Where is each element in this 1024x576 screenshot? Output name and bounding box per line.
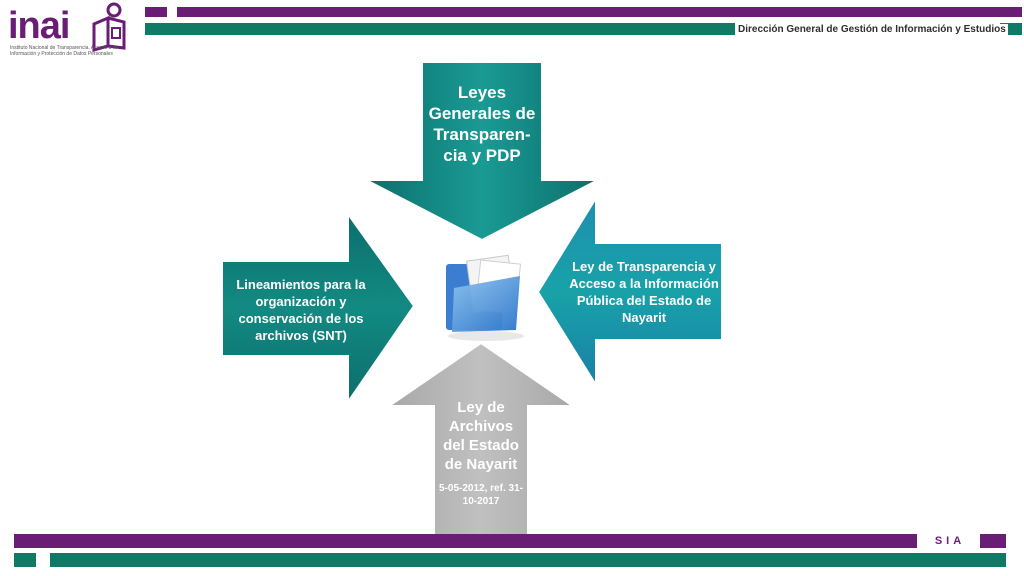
left-arrow-label: Lineamientos para la organización y cons… (236, 277, 366, 343)
arrow-top (365, 61, 599, 242)
footer-bar-purple (14, 534, 917, 548)
logo-subtitle: Instituto Nacional de Transparencia, Acc… (10, 45, 117, 57)
logo-wordmark: inai (8, 5, 70, 47)
footer-sia-label: SIA (922, 535, 978, 547)
footer-bar-purple-right (980, 534, 1006, 548)
logo-emblem-icon (92, 2, 126, 52)
header-bar-purple (177, 7, 1022, 17)
bottom-arrow-date: 5-05-2012, ref. 31-10-2017 (439, 483, 523, 507)
footer-bar-green-left (14, 553, 36, 567)
header-bar-purple-left (145, 7, 167, 17)
arrow-left (221, 210, 416, 406)
bottom-arrow-title: Ley de Archivos del Estado de Nayarit (443, 399, 519, 473)
header-bar-green (145, 23, 735, 35)
folder-icon (446, 254, 524, 341)
footer-bar-green (50, 553, 1006, 567)
header-org-title: Dirección General de Gestión de Informac… (736, 24, 1008, 35)
arrow-bottom (385, 341, 577, 536)
right-arrow-label: Ley de Transparencia y Acceso a la Infor… (569, 259, 719, 325)
top-arrow-label: Leyes Generales de Transparen-cia y PDP (428, 83, 536, 165)
arrow-right (536, 194, 723, 389)
